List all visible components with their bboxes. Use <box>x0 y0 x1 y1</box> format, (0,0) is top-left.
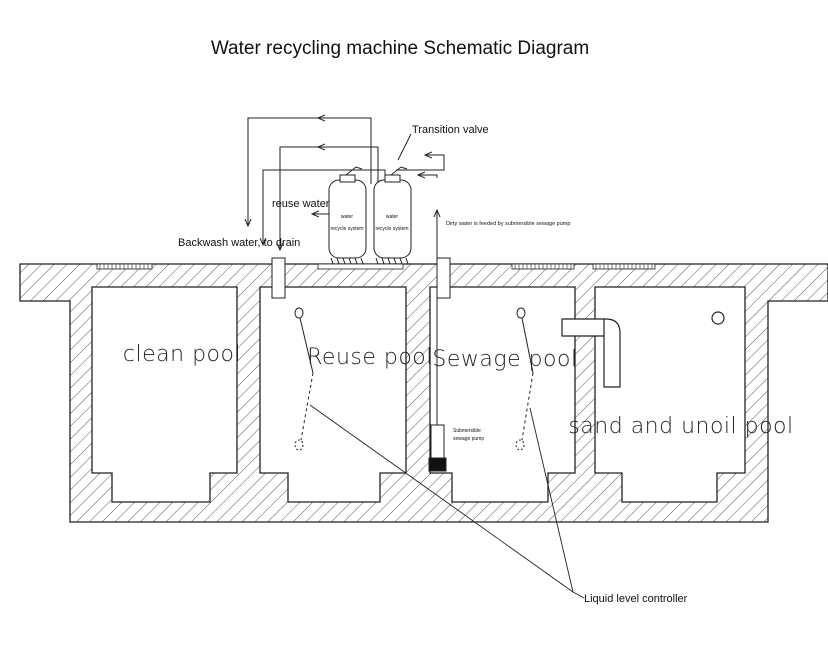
sand-pool-port <box>711 311 725 325</box>
inlet-elbow-pipe <box>561 318 621 388</box>
tank-1-label-line2: recycle system <box>330 226 363 232</box>
float-switch-reuse <box>294 307 314 451</box>
clean-pool-label: clean pool <box>123 342 241 367</box>
filter-tank-1 <box>328 166 367 265</box>
transition-valve-label: Transition valve <box>412 124 489 136</box>
filter-tank-2 <box>373 166 412 265</box>
concrete-structure <box>19 263 828 523</box>
float-switch-sewage <box>515 307 534 451</box>
dirty-water-label: Dirty water is feeded by submersible sew… <box>446 221 570 227</box>
liquid-level-controller-label: Liquid level controller <box>584 593 688 605</box>
piping <box>248 118 445 425</box>
pump-label-line2: sewage pump <box>453 436 484 442</box>
tank-1-label-line1: water <box>341 214 354 220</box>
tank-2-label-line2: recycle system <box>375 226 408 232</box>
reuse-pool-label: Reuse pool <box>307 345 433 370</box>
page-title: Water recycling machine Schematic Diagra… <box>211 38 589 59</box>
submersible-pump <box>428 424 447 472</box>
overflow-pipe-right <box>436 257 451 299</box>
pump-label-line1: Submersible <box>453 428 481 434</box>
reuse-water-label: reuse water <box>272 198 330 210</box>
sand-and-unoil-pool-label: sand and unoil pool <box>568 414 793 439</box>
sewage-pool-label: Sewage pool <box>432 347 577 372</box>
overflow-pipe-left <box>271 257 286 299</box>
backwash-label: Backwash water, to drain <box>178 237 300 249</box>
controller-leaders <box>309 404 585 599</box>
tank-2-label-line1: water <box>386 214 399 220</box>
